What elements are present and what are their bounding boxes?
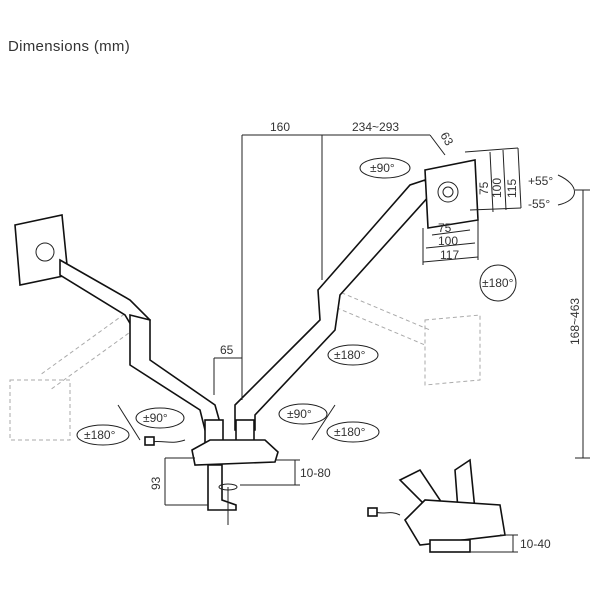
label-grommet-range: 10-40: [520, 537, 551, 551]
label-head-rotate: ±180°: [482, 276, 514, 290]
base-clamp: [144, 419, 279, 525]
label-right-rotate: ±180°: [334, 425, 366, 439]
label-elbow-right: ±180°: [334, 348, 366, 362]
label-vesa-h-small: 75: [438, 221, 452, 235]
label-right-swivel: ±90°: [287, 407, 312, 421]
label-height-range: 168~463: [568, 298, 582, 345]
right-arm: [234, 159, 479, 431]
label-head-swivel: ±90°: [370, 161, 395, 175]
label-base-height: 93: [149, 476, 163, 490]
label-tilt-down: -55°: [528, 197, 550, 211]
ghost-positions: [9, 289, 481, 441]
diagram-title: Dimensions (mm): [8, 38, 131, 55]
label-vesa-h-large: 100: [438, 234, 458, 248]
label-head-offset: 63: [437, 130, 456, 149]
label-arm-offset: 160: [270, 120, 290, 134]
label-pole-gap: 65: [220, 343, 234, 357]
rotation-indicators: [76, 157, 575, 446]
label-arm-reach: 234~293: [352, 120, 399, 134]
label-clamp-range: 10-80: [300, 466, 331, 480]
label-left-swivel: ±90°: [143, 411, 168, 425]
label-plate-height: 115: [505, 179, 519, 198]
left-vesa-plate: [14, 214, 224, 431]
label-left-rotate: ±180°: [84, 428, 116, 442]
label-vesa-v-small: 75: [477, 181, 491, 195]
dimension-lines: [117, 134, 590, 553]
label-vesa-v-large: 100: [490, 178, 504, 198]
grommet-inset: [367, 458, 506, 553]
label-tilt-up: +55°: [528, 174, 553, 188]
label-plate-width: 117: [440, 248, 459, 262]
